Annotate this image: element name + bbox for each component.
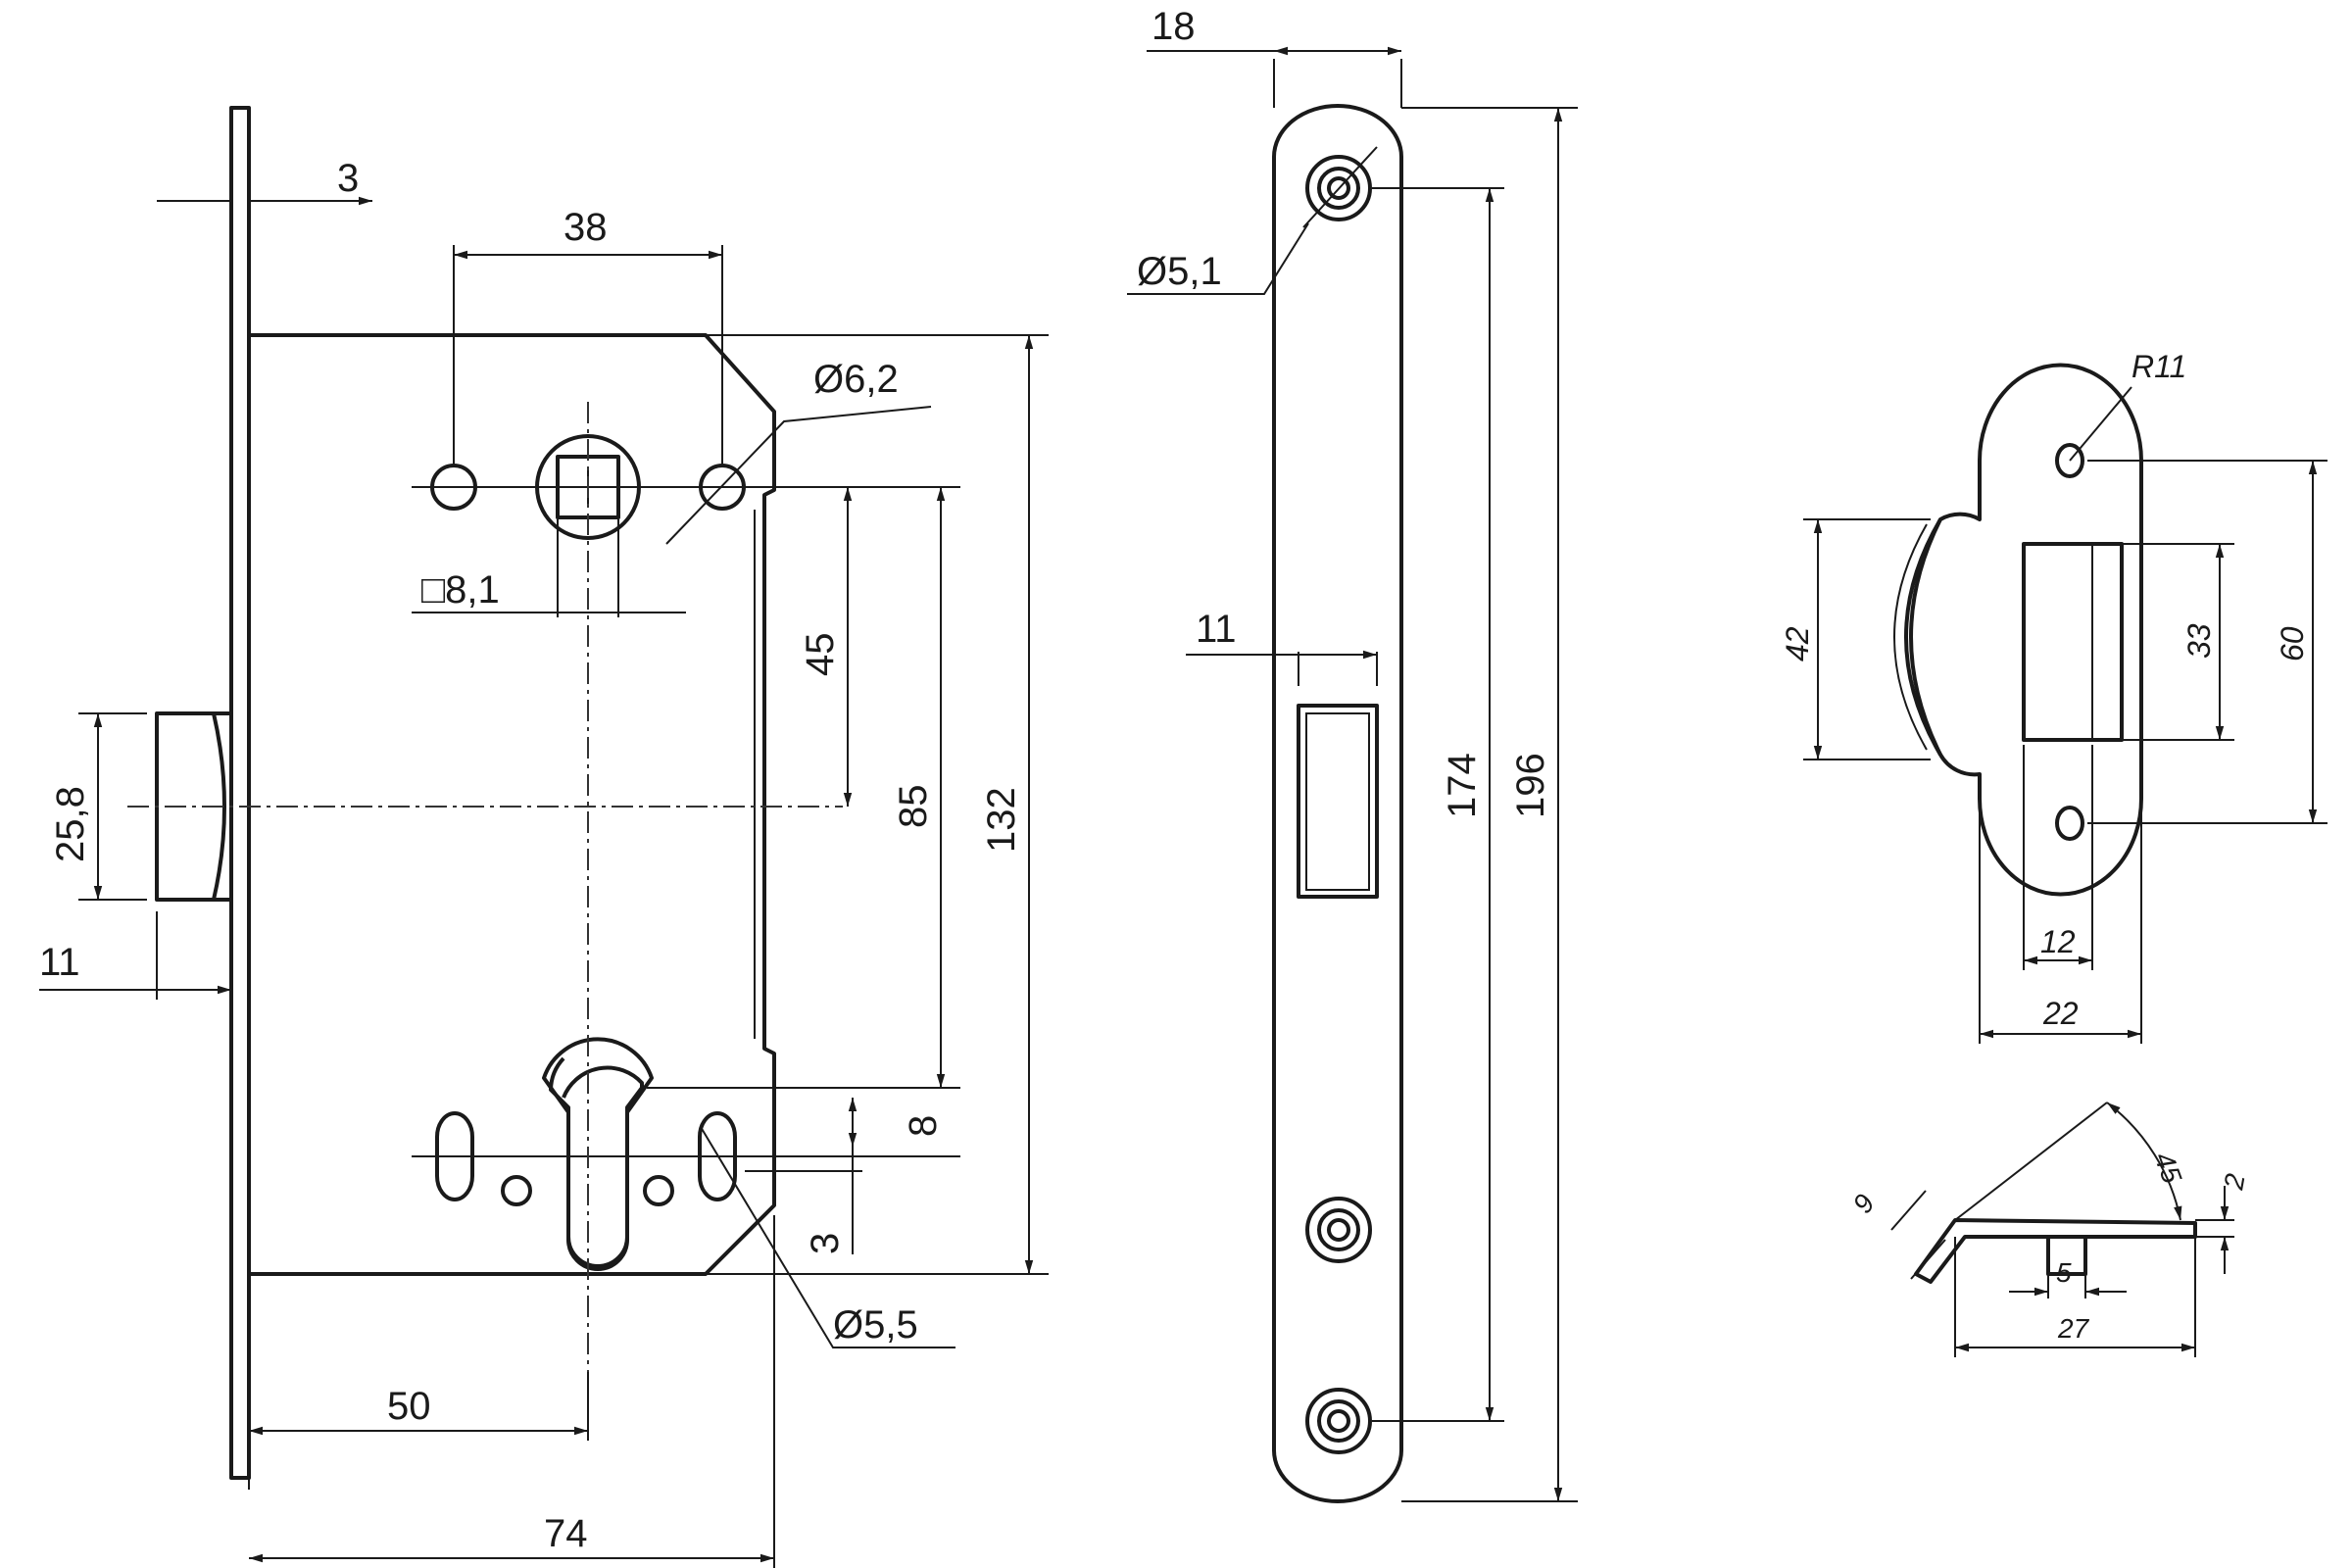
faceplate-screw-hole-bottom	[1305, 1388, 1372, 1454]
dim-side-lip: 9	[1847, 1189, 1881, 1219]
lock-body-outline	[249, 333, 776, 1276]
faceplate-view	[1272, 104, 1403, 1503]
dim-screw-diameter: Ø5,5	[833, 1303, 918, 1347]
dim-handle-to-latch: 45	[799, 633, 842, 677]
dim-faceplate-length: 196	[1509, 753, 1552, 818]
strike-plate-slot	[2022, 542, 2124, 742]
dim-side-thickness: 2	[2218, 1171, 2250, 1193]
faceplate-screw-hole-top	[1305, 155, 1372, 221]
dim-latch-projection: 11	[39, 941, 80, 984]
dim-strike-slot-height: 33	[2181, 623, 2217, 659]
dim-side-tab: 5	[2056, 1257, 2072, 1288]
dim-strike-lip-height: 42	[1780, 626, 1815, 662]
strike-plate-view	[1893, 363, 2143, 897]
dim-latch-height: 25,8	[49, 786, 92, 862]
faceplate-latch-slot	[1297, 704, 1379, 899]
strike-plate-dimensions: R11 42 33 60 12 22	[1780, 349, 2328, 1044]
lock-body-dimensions: 3 38 Ø6,2 □8,1 45 85 132 25,8 11	[39, 157, 1049, 1568]
strike-plate-hole-bottom	[2055, 806, 2084, 841]
faceplate-screw-hole-middle	[1305, 1197, 1372, 1263]
dim-screw-offset: 3	[804, 1233, 847, 1254]
dim-hole-diameter: Ø6,2	[813, 358, 899, 401]
dim-cylinder-offset: 8	[902, 1115, 945, 1137]
dim-handle-to-cylinder: 85	[892, 785, 935, 829]
dim-strike-hole-spacing: 60	[2275, 626, 2310, 662]
dim-faceplate-screw-diameter: Ø5,1	[1137, 250, 1222, 293]
dim-screw-spacing: 174	[1441, 753, 1484, 818]
strike-plate-hole-top	[2055, 443, 2084, 478]
dim-backset: 50	[387, 1385, 431, 1428]
dim-faceplate-thickness: 3	[337, 157, 359, 200]
strike-side-dimensions: 45 2 9 5 27	[1847, 1102, 2251, 1357]
dim-strike-width: 22	[2042, 996, 2079, 1031]
dim-side-length: 27	[2057, 1313, 2090, 1344]
lock-body-view	[127, 106, 843, 1480]
dim-hole-spacing: 38	[564, 206, 608, 249]
dim-body-depth: 74	[544, 1512, 588, 1555]
dim-strike-radius: R11	[2132, 349, 2186, 384]
dim-faceplate-width: 18	[1152, 5, 1196, 48]
strike-plate-outline	[1909, 363, 2143, 897]
dim-spindle-square: □8,1	[421, 568, 500, 612]
lock-faceplate	[229, 106, 251, 1480]
dim-strike-slot-width: 12	[2040, 924, 2076, 959]
strike-plate-lip	[1904, 517, 1942, 757]
dim-body-height: 132	[980, 787, 1023, 853]
dim-latch-slot: 11	[1196, 608, 1237, 651]
strike-side-tab	[2046, 1237, 2087, 1276]
faceplate-outline	[1272, 104, 1403, 1503]
faceplate-dimensions: 18 Ø5,1 11 174 196	[1127, 5, 1578, 1502]
